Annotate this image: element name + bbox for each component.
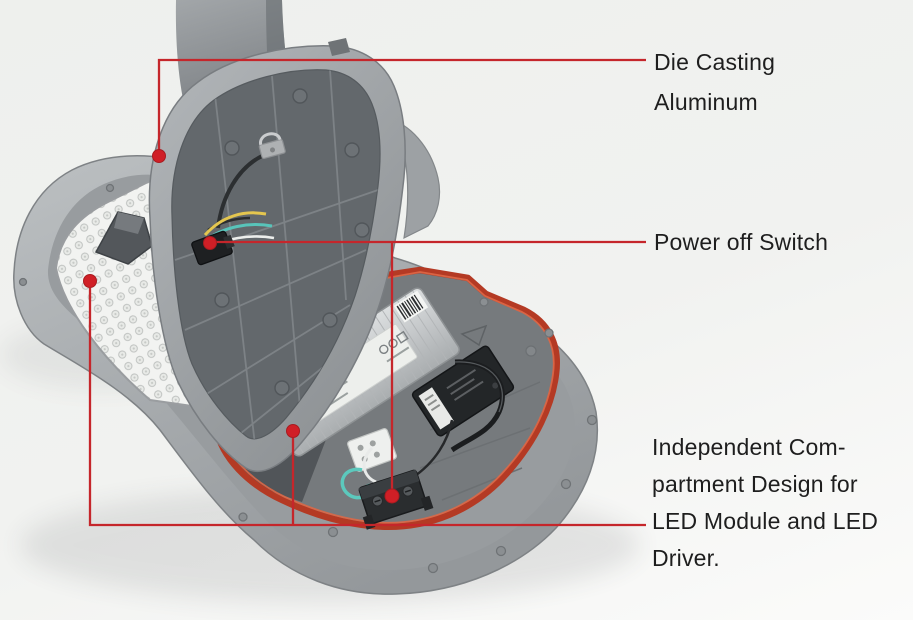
cover-inner-panel [171,69,381,440]
callout-label-power-off-switch: Power off Switch [654,224,828,261]
label-line: LED Module and LED [652,508,879,534]
driver-barcode [393,290,429,323]
rim-screws [18,183,598,574]
label-line: Die Casting [654,49,776,75]
callout-dot-led-driver [286,424,300,438]
callout-overlay [83,58,646,527]
cover-bosses [214,88,370,396]
surge-protector [411,345,515,453]
callout-label-die-casting: Die Casting Aluminum [654,42,775,122]
die-cast-cover [148,38,441,473]
label-line: Power off Switch [654,229,829,255]
callout-dot-switch [384,488,400,504]
label-line: partment Design for [652,471,858,497]
cable-clamp [216,132,286,229]
callout-label-independent-compartment: Independent Com- partment Design for LED… [652,429,878,577]
cover-support-clip [94,211,153,265]
callout-die-casting [152,58,646,163]
callout-dot-connector [203,236,217,250]
callout-dot-led-module [83,274,97,288]
callout-power-off-switch [203,236,646,504]
callout-compartment [83,274,646,527]
label-line: Aluminum [654,89,758,115]
label-line: Independent Com- [652,434,846,460]
certification-marks [379,330,409,354]
callout-dot-die-casting [152,149,166,163]
label-line: Driver. [652,545,720,571]
cover-latch-hook [328,38,350,56]
